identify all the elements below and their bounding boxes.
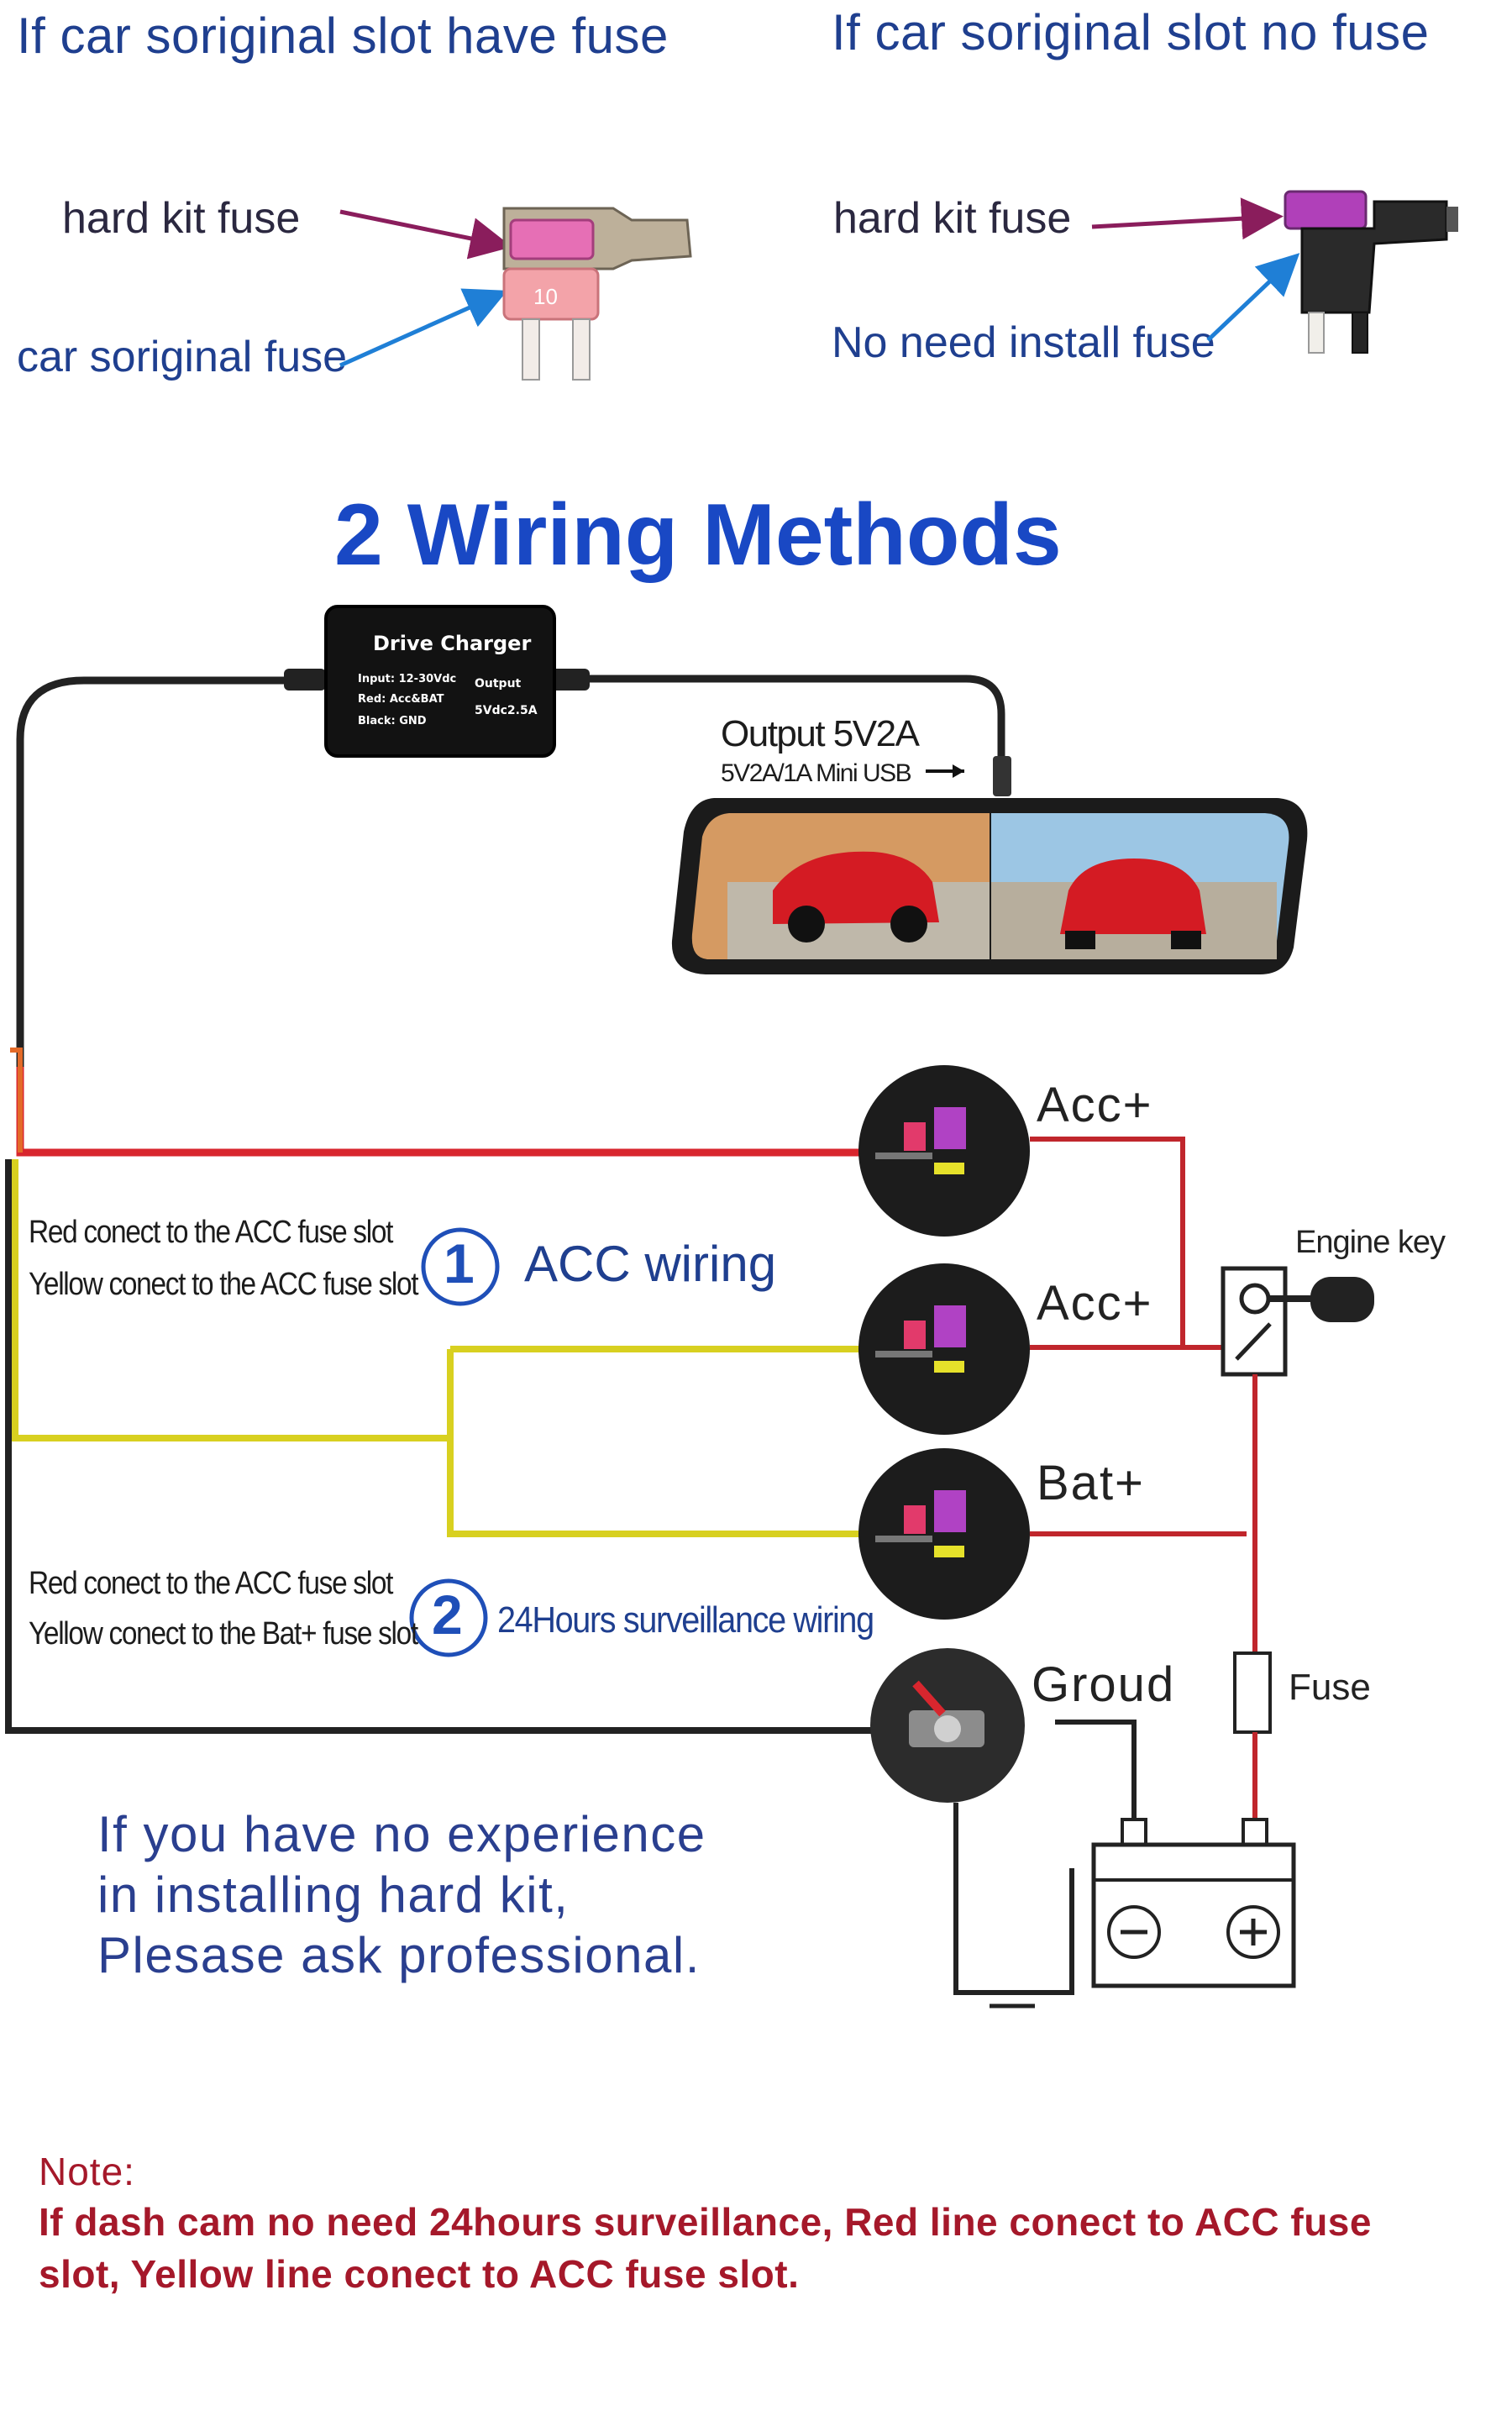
method2-line1: Red conect to the ACC fuse slot [29, 1566, 393, 1601]
output-cable [550, 675, 1005, 790]
slot-bat-label: Bat+ [1037, 1456, 1145, 1510]
right-no-need-label: No need install fuse [832, 318, 1215, 367]
page-title: 2 Wiring Methods [334, 486, 1062, 584]
red-wire [16, 1067, 865, 1157]
charger-black: Black: GND [358, 715, 427, 727]
right-hard-kit-arrow [1091, 197, 1284, 240]
method1-line1: Red conect to the ACC fuse slot [29, 1215, 393, 1250]
fuse-label: Fuse [1289, 1667, 1371, 1708]
left-hard-kit-label: hard kit fuse [62, 194, 301, 243]
output-sublabel: 5V2A/1A Mini USB [721, 759, 911, 787]
note-line2: slot, Yellow line conect to ACC fuse slo… [39, 2252, 800, 2296]
charger-output-value: 5Vdc2.5A [475, 704, 538, 717]
charger-red: Red: Acc&BAT [358, 693, 444, 706]
method2-name: 24Hours surveillance wiring [497, 1599, 874, 1641]
left-car-fuse-label: car soriginal fuse [17, 333, 348, 381]
wiring-diagram: Drive Charger Input: 12-30Vdc Red: Acc&B… [5, 605, 1374, 2009]
method1-line2: Yellow conect to the ACC fuse slot [29, 1267, 419, 1302]
top-diagram: 10 [339, 190, 1458, 381]
fuse-slot-icon [858, 1448, 1030, 1620]
slot-acc2-label: Acc+ [1037, 1276, 1153, 1331]
engine-key-label: Engine key [1295, 1225, 1446, 1260]
note-line1: If dash cam no need 24hours surveillance… [39, 2200, 1372, 2244]
fuse-slot-icon [858, 1263, 1030, 1435]
charger-output-heading: Output [475, 677, 522, 691]
advice-line3: Plesase ask professional. [97, 1927, 701, 1983]
charger-name: Drive Charger [373, 632, 531, 655]
black-cable [16, 676, 323, 1067]
right-header: If car soriginal slot no fuse [832, 4, 1430, 60]
fuse-slot-icon [858, 1065, 1030, 1237]
charger-input: Input: 12-30Vdc [358, 673, 456, 685]
left-header: If car soriginal slot have fuse [17, 8, 669, 64]
output-label: Output 5V2A [721, 713, 921, 754]
left-hard-kit-arrow [339, 209, 512, 260]
right-hard-kit-label: hard kit fuse [833, 194, 1072, 243]
method2-number: 2 [432, 1583, 463, 1646]
ground-wire [5, 1159, 874, 1734]
fuse-tap-icon: 10 [502, 207, 692, 381]
fuse-marking: 10 [533, 284, 558, 309]
ground-icon [870, 1648, 1025, 1803]
method2-line2: Yellow conect to the Bat+ fuse slot [29, 1616, 418, 1651]
slot-acc1-label: Acc+ [1037, 1078, 1153, 1132]
mirror-dashcam-icon [671, 798, 1308, 974]
advice-line2: in installing hard kit, [97, 1867, 570, 1923]
right-no-need-arrow [1206, 253, 1300, 342]
advice-line1: If you have no experience [97, 1806, 706, 1862]
left-car-fuse-arrow [339, 288, 508, 368]
method1-name: ACC wiring [524, 1236, 777, 1292]
engine-key-icon [1221, 1266, 1374, 1377]
fuse-symbol [1233, 1651, 1272, 1734]
drive-charger-icon: Drive Charger Input: 12-30Vdc Red: Acc&B… [324, 605, 556, 758]
method1-number: 1 [444, 1232, 475, 1294]
fuse-tap-icon [1284, 190, 1458, 354]
slot-ground-label: Groud [1032, 1657, 1176, 1712]
yellow-wire [12, 1159, 450, 1441]
note-heading: Note: [39, 2150, 135, 2193]
car-battery-icon [1091, 1818, 1296, 1988]
